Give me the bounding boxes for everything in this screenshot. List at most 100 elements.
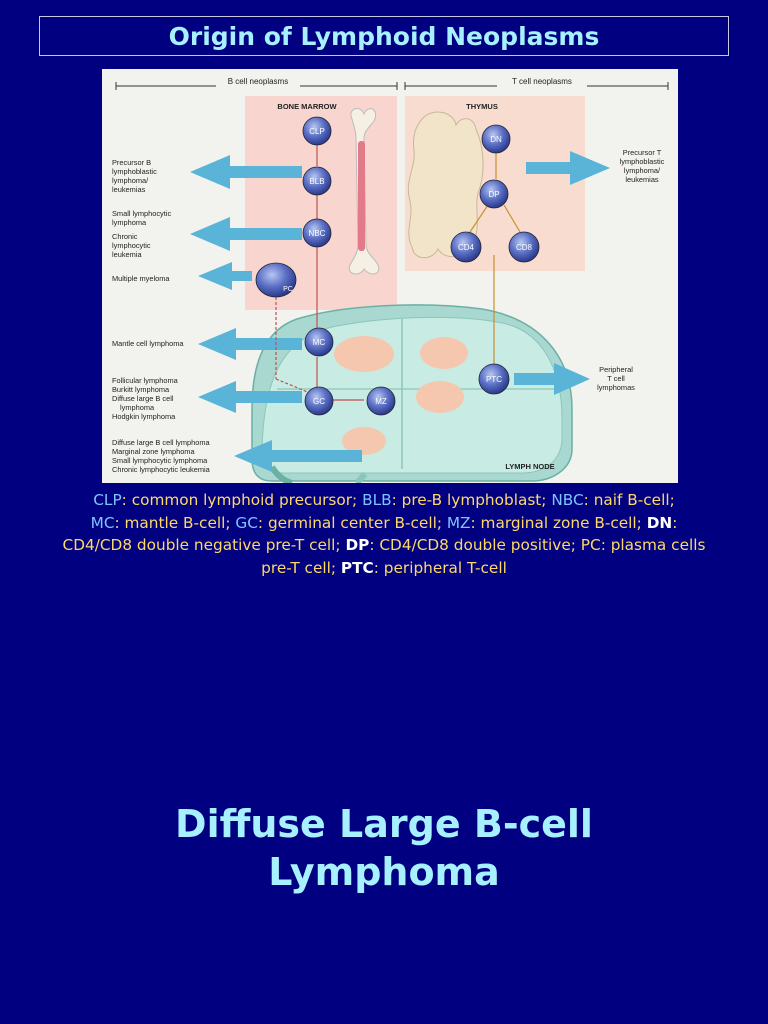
left-arrows [190, 155, 362, 472]
svg-text:Diffuse large B cell lymphoma: Diffuse large B cell lymphoma [112, 438, 211, 447]
abbr-gc: GC [235, 513, 258, 532]
svg-text:Precursor T: Precursor T [623, 148, 662, 157]
svg-text:lymphoma: lymphoma [120, 403, 155, 412]
svg-text:lymphoblastic: lymphoblastic [620, 157, 665, 166]
caption-line-4: pre-T cell; PTC: peripheral T-cell [0, 557, 768, 580]
title-box: Origin of Lymphoid Neoplasms [39, 16, 729, 56]
svg-text:Peripheral: Peripheral [599, 365, 633, 374]
svg-text:lymphomas: lymphomas [597, 383, 635, 392]
def-blb: : pre-B lymphoblast; [391, 491, 552, 509]
label-mantle: Mantle cell lymphoma [112, 339, 184, 348]
cell-pc: PC [255, 262, 297, 298]
def-dn-colon: : [672, 513, 678, 532]
abbr-dn: DN [646, 513, 673, 532]
svg-text:Diffuse large B cell: Diffuse large B cell [112, 394, 174, 403]
cell-gc: GC [304, 386, 334, 416]
svg-text:Chronic: Chronic [112, 232, 138, 241]
svg-text:BLB: BLB [309, 177, 324, 186]
abbr-blb: BLB [362, 491, 392, 509]
caption-line-1: CLP: common lymphoid precursor; BLB: pre… [0, 489, 768, 512]
svg-text:leukemias: leukemias [112, 185, 146, 194]
def-mc: : mantle B-cell; [114, 513, 236, 532]
abbr-clp: CLP [93, 491, 122, 509]
slide-title: Origin of Lymphoid Neoplasms [168, 21, 600, 51]
def-mz: : marginal zone B-cell; [470, 513, 647, 532]
svg-text:DP: DP [488, 190, 499, 199]
right-arrows [514, 151, 610, 395]
subtitle-line-2: Lymphoma [268, 850, 500, 894]
label-peripheral-t: Peripheral T cell lymphomas [597, 365, 635, 392]
svg-text:Follicular lymphoma: Follicular lymphoma [112, 376, 179, 385]
abbr-dp: DP [345, 536, 370, 554]
svg-text:CLP: CLP [309, 127, 325, 136]
svg-text:Small lymphocytic: Small lymphocytic [112, 209, 171, 218]
b-cell-header: B cell neoplasms [228, 77, 288, 86]
svg-text:DN: DN [490, 135, 502, 144]
label-diffuse-large: Diffuse large B cell lymphoma Marginal z… [112, 438, 211, 474]
lymphoid-origin-figure: B cell neoplasms T cell neoplasms BONE M… [102, 69, 678, 483]
label-precursor-t: Precursor T lymphoblastic lymphoma/ leuk… [620, 148, 665, 184]
cell-dn: DN [481, 124, 511, 154]
svg-text:CD4: CD4 [458, 243, 475, 252]
abbr-nbc: NBC [551, 491, 584, 509]
thymus-label: THYMUS [466, 102, 498, 111]
lymph-node-label: LYMPH NODE [505, 462, 554, 471]
svg-text:PC: PC [283, 286, 293, 293]
def-gc: : germinal center B-cell; [257, 513, 447, 532]
def-dp: : CD4/CD8 double positive; [369, 536, 581, 554]
subtitle-line-1: Diffuse Large B-cell [175, 802, 593, 846]
cell-nbc: NBC [302, 218, 332, 248]
t-lineage-connectors [469, 149, 521, 365]
arrow-mantle-shape [198, 328, 302, 360]
bone-marrow-label: BONE MARROW [277, 102, 337, 111]
svg-text:PTC: PTC [486, 375, 502, 384]
svg-text:lymphoma: lymphoma [112, 218, 147, 227]
svg-text:lymphoma/: lymphoma/ [624, 166, 661, 175]
arrow-precursor-t-shape [526, 151, 610, 185]
t-cell-header: T cell neoplasms [512, 77, 572, 86]
def-clp: : common lymphoid precursor; [121, 491, 363, 509]
svg-text:lymphoma/: lymphoma/ [112, 176, 149, 185]
lymph-node-illustration [251, 304, 573, 483]
cell-dp: DP [479, 179, 509, 209]
def-ptc: : peripheral T-cell [373, 558, 507, 577]
cell-clp: CLP [302, 116, 332, 146]
arrow-follicular-shape [198, 381, 302, 413]
bone-illustration [348, 108, 380, 275]
svg-text:Mantle cell lymphoma: Mantle cell lymphoma [112, 339, 184, 348]
cell-cd4: CD4 [450, 231, 482, 263]
svg-text:CD8: CD8 [516, 243, 533, 252]
svg-text:MZ: MZ [375, 397, 387, 406]
svg-text:GC: GC [313, 397, 325, 406]
svg-text:lymphocytic: lymphocytic [112, 241, 151, 250]
cell-mz: MZ [366, 386, 396, 416]
label-precursor-b: Precursor B lymphoblastic lymphoma/ leuk… [112, 158, 157, 194]
svg-text:Precursor B: Precursor B [112, 158, 151, 167]
label-follicular: Follicular lymphoma Burkitt lymphoma Dif… [112, 376, 179, 421]
svg-text:Hodgkin lymphoma: Hodgkin lymphoma [112, 412, 176, 421]
svg-text:Multiple myeloma: Multiple myeloma [112, 274, 170, 283]
abbr-pc: PC [580, 536, 601, 554]
arrow-precursor-b-shape [190, 155, 302, 189]
cell-ptc: PTC [478, 363, 510, 395]
svg-text:Marginal zone lymphoma: Marginal zone lymphoma [112, 447, 195, 456]
svg-text:MC: MC [313, 338, 326, 347]
arrow-small-lymph-shape [190, 217, 302, 251]
svg-text:lymphoblastic: lymphoblastic [112, 167, 157, 176]
svg-text:NBC: NBC [309, 229, 326, 238]
abbr-mc: MC [90, 513, 115, 532]
abbreviation-caption: CLP: common lymphoid precursor; BLB: pre… [0, 489, 768, 579]
abbr-ptc: PTC [340, 558, 374, 577]
def-nbc: : naif B-cell; [583, 491, 675, 509]
arrow-myeloma-shape [198, 262, 252, 290]
caption-line-2: MC: mantle B-cell; GC: germinal center B… [0, 512, 768, 535]
svg-text:Chronic lymphocytic leukemia: Chronic lymphocytic leukemia [112, 465, 211, 474]
arrow-peripheral-shape [514, 363, 590, 395]
lineage-connectors [275, 142, 364, 401]
arrow-diffuse-shape [234, 440, 362, 472]
def-pre-t: pre-T cell; [261, 558, 341, 577]
svg-text:Small lymphocytic lymphoma: Small lymphocytic lymphoma [112, 456, 208, 465]
label-multiple-myeloma: Multiple myeloma [112, 274, 170, 283]
cell-cd8: CD8 [508, 231, 540, 263]
def-pc: : plasma cells [600, 536, 706, 554]
